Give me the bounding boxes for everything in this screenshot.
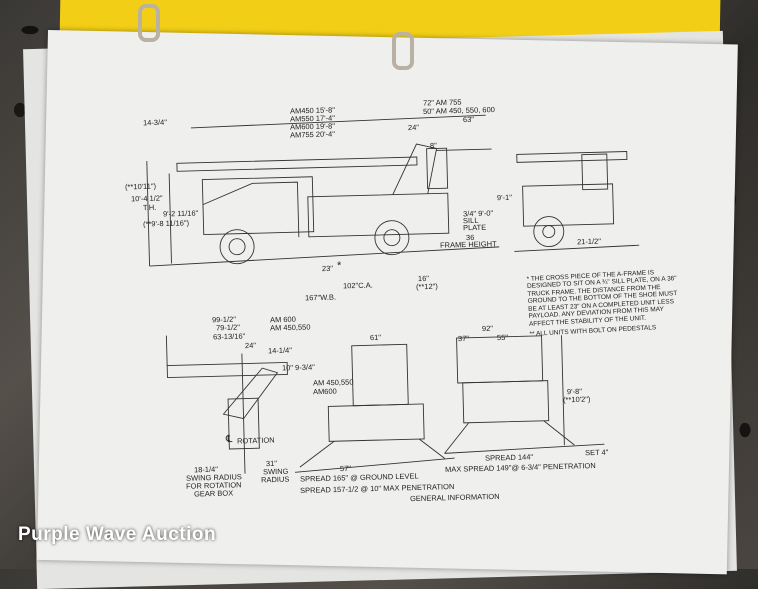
watermark-logo: Purple Wave Auction [18,524,217,545]
dim-label: 63" [462,114,475,125]
asterisk-mark: * [336,259,342,273]
dim-label: 167"W.B. [304,292,337,303]
technical-drawing [146,114,640,474]
rotation-label: ROTATION [236,435,275,446]
dim-label: 21-1/2" [576,236,602,247]
dim-label: 79-1/2" [215,322,241,333]
swing-label: RADIUS [260,474,290,485]
spread-label: SPREAD 144" [484,452,534,463]
height-label: (**10'2") [562,394,591,405]
dim-label: 63-13/16" [212,331,246,342]
centerline-symbol: ℄ [225,433,233,446]
height-label: 10'-4 1/2" [130,193,163,204]
dim-label: 10" 9-3/4" [281,362,315,373]
height-label: T.H. [142,202,157,213]
dim-label: 23" [321,263,334,274]
dim-label: 24" [407,122,420,133]
dim-label: 9'-1" [496,192,513,203]
dim-label: (**12") [415,281,438,292]
dim-label: 55" [496,332,509,343]
note-text: The cross piece of the A-frame is design… [526,269,678,328]
boom-length: AM755 20'-4" [289,129,336,140]
height-label: (**9'-8 11/16") [142,218,190,229]
height-label: 9'-2 11/16" [162,208,199,219]
height-label: (**10'11") [124,181,157,192]
truck-rear-view [514,151,640,252]
stability-note: * The cross piece of the A-frame is desi… [526,268,679,339]
model-label: AM 450,550 [269,322,311,333]
dim-label: 14-1/4" [267,345,293,356]
model-label: AM600 [312,386,337,397]
sill-label: PLATE [462,222,487,233]
frame-label: FRAME HEIGHT [439,239,497,250]
dim-label: 8" [429,140,437,151]
front-view-drawing [294,343,455,473]
set-label: SET 4" [584,447,609,458]
dim-label: 102"C.A. [342,280,373,291]
dim-label: 57" [339,463,352,474]
dim-label: 14-3/4" [142,117,168,128]
dim-label: 61" [369,332,382,343]
model-label: AM 450,550 [312,377,354,388]
asterisk-mark: * [526,275,530,283]
dim-label: 92" [481,323,494,334]
pedestal-dim: 50" AM 450, 550, 600 [422,105,495,116]
truck-side-view [146,114,500,267]
binder-ring [138,4,160,42]
dim-label: 24" [244,340,257,351]
binder-ring [392,32,414,70]
swing-label: GEAR BOX [193,488,234,499]
back-view-drawing [444,335,605,454]
dim-label: 37" [457,333,470,344]
top-view-drawing [165,335,288,474]
